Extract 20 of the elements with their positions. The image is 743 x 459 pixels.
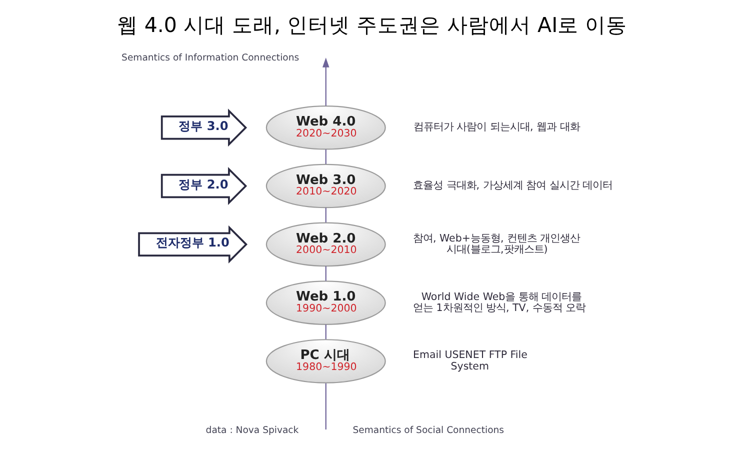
node-label: Email USENET FTP File System [412,349,527,372]
label: Semantics of Information Connections [121,52,299,64]
node-ellipse: Web 1.0 1990~2000 [265,280,386,325]
node-ellipse: PC 시대 1980~1990 [265,339,386,384]
node-label: 효율성 극대화, 가상세계 참여 실시간 데이터 [412,180,612,192]
arrow [322,58,329,106]
connector [324,383,326,430]
node-ellipse: Web 2.0 2000~2010 [265,222,386,267]
label: Semantics of Social Connections [352,424,504,436]
node-ellipse: Web 4.0 2020~2030 [265,105,386,150]
diagram-title: 웹 4.0 시대 도래, 인터넷 주도권은 사람에서 AI로 이동 [116,12,627,37]
label: data : Nova Spivack [205,424,298,436]
node-ellipse: Web 3.0 2010~2020 [265,164,386,208]
node-label: World Wide Web을 통해 데이터를 얻는 1차원적인 방식, TV, 수동적 오락 [412,290,586,314]
node-label: 참여, Web+능동형, 컨텐츠 개인생산 시대(블로그,팟캐스트) [412,232,580,256]
node-label: 컴퓨터가 사람이 되는시대, 웹과 대화 [412,121,580,134]
connector [324,266,326,281]
connector [324,324,326,340]
connector [324,149,326,164]
connector [324,208,326,222]
